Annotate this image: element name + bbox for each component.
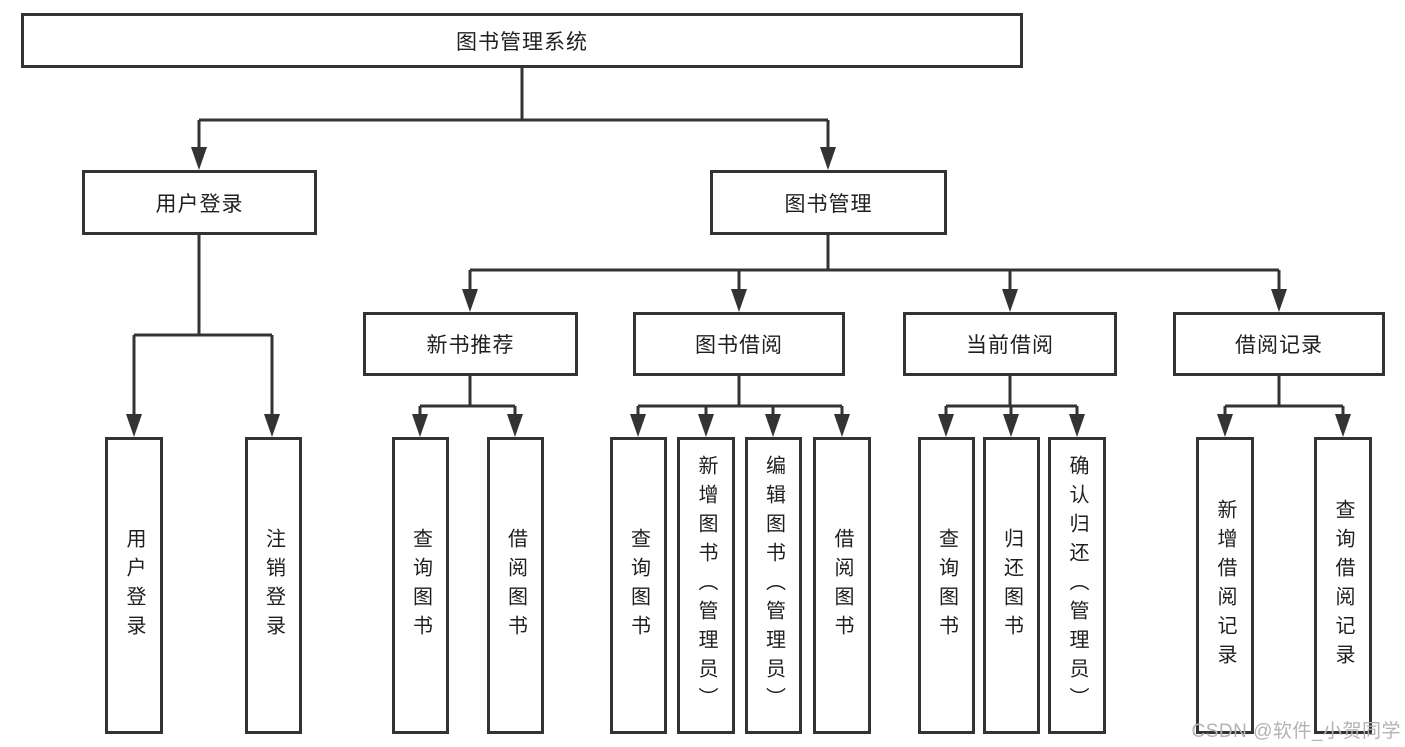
leaf-borrow-borrow-books: 借阅图书: [813, 437, 871, 734]
node-label: 查询借阅记录: [1332, 498, 1354, 673]
node-current-borrow: 当前借阅: [903, 312, 1117, 376]
arrowhead: [1217, 414, 1233, 437]
node-label: 图书借阅: [695, 334, 783, 357]
arrowhead: [1003, 414, 1019, 437]
node-label: 查询图书: [627, 527, 650, 644]
node-label: 查询图书: [935, 527, 958, 644]
arrowhead: [191, 147, 207, 170]
arrowhead: [1069, 414, 1085, 437]
node-root: 图书管理系统: [21, 13, 1023, 68]
node-label: 确认归还（管理员）: [1066, 455, 1088, 716]
leaf-borrow-edit-books-admin: 编辑图书（管理员）: [745, 437, 802, 734]
node-label: 借阅图书: [831, 527, 853, 644]
node-label: 注销登录: [262, 527, 285, 644]
csdn-watermark: CSDN @软件_小贺同学: [1191, 721, 1401, 742]
node-new-book-recommend: 新书推荐: [363, 312, 578, 376]
arrowhead: [1271, 289, 1287, 312]
node-label: 归还图书: [1000, 527, 1023, 644]
node-book-management: 图书管理: [710, 170, 947, 235]
connector-root: [197, 68, 830, 150]
connector-current-borrow: [944, 376, 1079, 418]
node-label: 图书管理: [784, 192, 873, 216]
connector-book-borrow: [636, 376, 844, 418]
leaf-borrow-add-books-admin: 新增图书（管理员）: [677, 437, 735, 734]
node-label: 图书管理系统: [456, 30, 588, 54]
arrowhead: [1335, 414, 1351, 437]
node-label: 新书推荐: [426, 334, 515, 357]
connector-new-book: [418, 376, 517, 418]
leaf-newbook-query-books: 查询图书: [392, 437, 449, 734]
arrowhead: [820, 147, 836, 170]
connector-book-mgmt: [468, 235, 1281, 293]
arrowhead: [126, 414, 142, 437]
arrowhead: [731, 289, 747, 312]
arrowhead: [412, 414, 428, 437]
arrowhead: [630, 414, 646, 437]
leaf-current-return-books: 归还图书: [983, 437, 1040, 734]
leaf-borrow-query-books: 查询图书: [610, 437, 667, 734]
node-borrow-records: 借阅记录: [1173, 312, 1385, 376]
node-label: 用户登录: [123, 527, 145, 644]
connector-borrow-record: [1223, 376, 1345, 418]
node-label: 借阅记录: [1235, 334, 1323, 357]
leaf-user-login: 用户登录: [105, 437, 163, 734]
arrowhead: [1002, 289, 1018, 312]
leaf-current-confirm-return-admin: 确认归还（管理员）: [1048, 437, 1106, 734]
node-label: 新增图书（管理员）: [695, 455, 717, 716]
node-label: 借阅图书: [504, 527, 527, 644]
node-label: 查询图书: [409, 527, 432, 644]
arrowhead: [834, 414, 850, 437]
leaf-records-add-borrow-record: 新增借阅记录: [1196, 437, 1254, 734]
node-book-borrow: 图书借阅: [633, 312, 845, 376]
arrowhead: [507, 414, 523, 437]
arrowhead: [264, 414, 280, 437]
node-user-login: 用户登录: [82, 170, 317, 235]
node-label: 当前借阅: [966, 334, 1054, 357]
arrowhead: [765, 414, 781, 437]
leaf-newbook-borrow-books: 借阅图书: [487, 437, 544, 734]
arrowhead: [698, 414, 714, 437]
connector-user-login: [132, 235, 274, 418]
node-label: 新增借阅记录: [1214, 498, 1236, 673]
node-label: 编辑图书（管理员）: [762, 455, 785, 716]
node-label: 用户登录: [155, 192, 244, 216]
leaf-logout-login: 注销登录: [245, 437, 302, 734]
leaf-current-query-books: 查询图书: [918, 437, 975, 734]
leaf-records-query-borrow-record: 查询借阅记录: [1314, 437, 1372, 734]
arrowhead: [938, 414, 954, 437]
arrowhead: [462, 289, 478, 312]
